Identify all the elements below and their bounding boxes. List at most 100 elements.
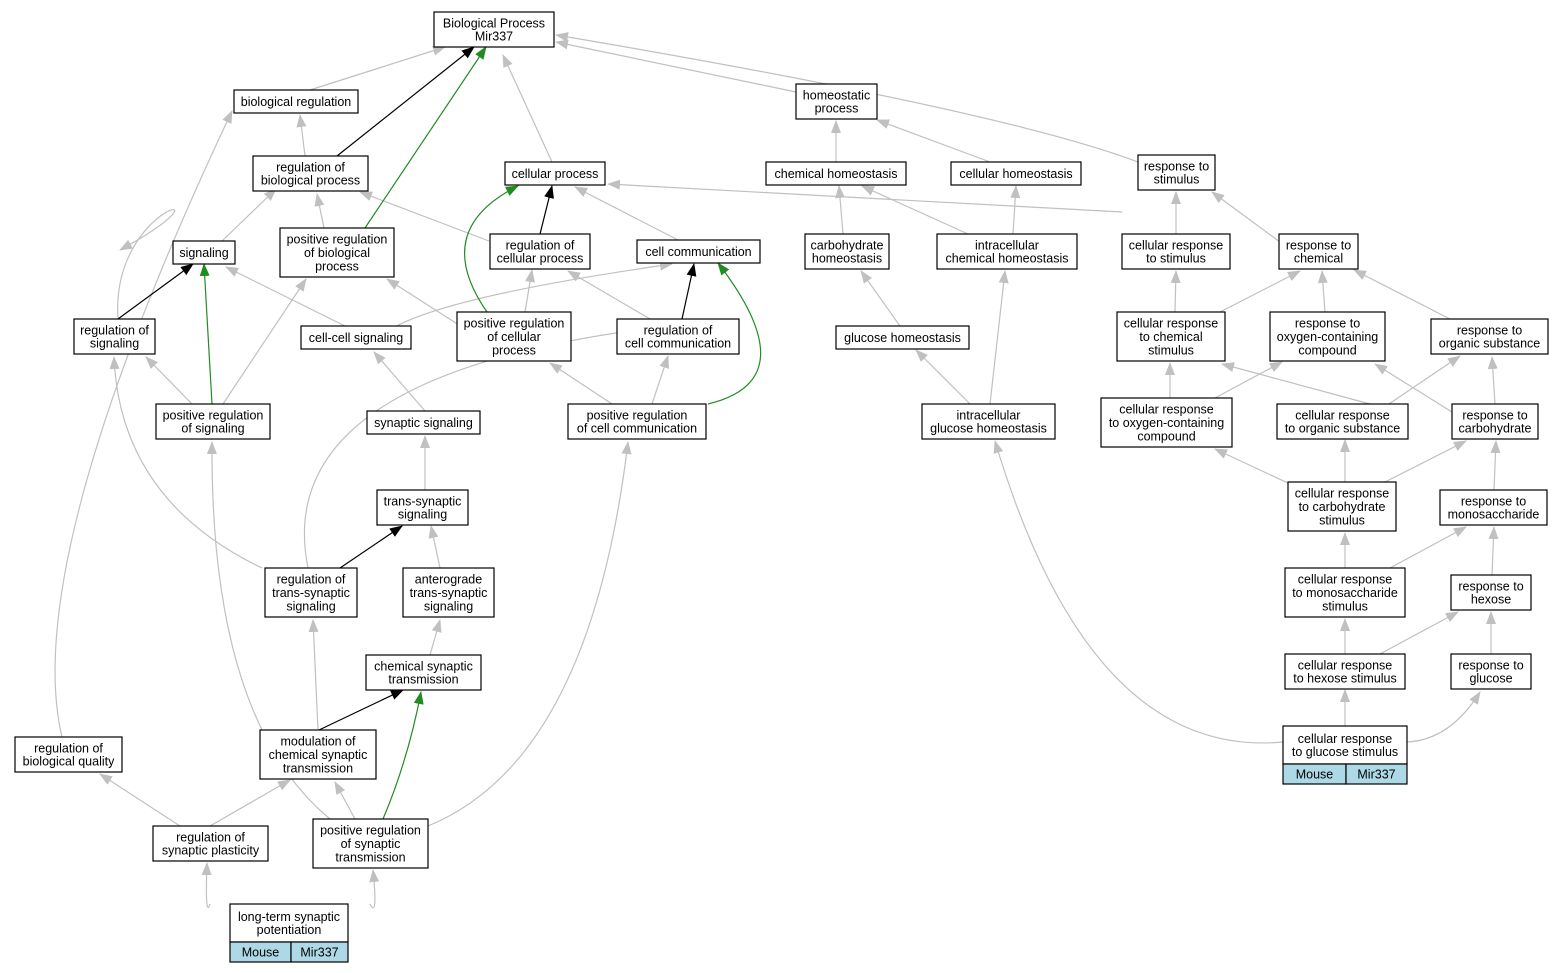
edge-gray [1488,526,1499,576]
node-label-signaling: signaling [179,246,228,260]
node-cellcomm[interactable]: cell communication [636,239,761,264]
node-label-modchem: chemical synaptic [269,748,368,762]
node-box-bp [433,11,555,48]
edge-gray [427,441,632,827]
node-box-respchem [1278,233,1359,270]
edge-black [318,689,404,731]
node-box-cellrespchem [1116,311,1226,362]
node-label-respchem: chemical [1294,252,1343,266]
node-label-regtsig: regulation of [277,573,346,587]
node-gluchomeo[interactable]: glucose homeostasis [835,325,970,350]
edge-gray [1219,270,1301,313]
node-label-cellresphex: to hexose stimulus [1293,672,1397,686]
node-label-resporg: response to [1457,323,1522,337]
node-synsig[interactable]: synaptic signaling [366,410,481,435]
node-box-gluchomeo [835,325,970,350]
node-label-tsig: signaling [398,508,447,522]
edge-green [199,263,213,405]
node-label-cellrespgluc: cellular response [1298,732,1393,746]
edge-green [464,185,519,313]
node-label-regtsig: trans-synaptic [272,586,350,600]
node-label-cellrespchem: to chemical [1139,330,1202,344]
edge-gray [359,191,490,242]
node-box-posregsyn [312,818,429,869]
node-label-regplast: regulation of [176,830,245,844]
node-label-intrachem: intracellular [975,238,1039,252]
node-label-resphex: response to [1458,579,1523,593]
edge-gray [574,186,679,241]
node-box-cellresphex [1284,653,1406,690]
node-label-resphex: hexose [1471,593,1511,607]
node-box-posregbp [279,227,395,278]
node-label-bp: Biological Process [443,16,545,30]
node-box-cellrespstim [1121,233,1231,270]
node-chemhomeo[interactable]: chemical homeostasis [765,161,907,186]
edge-gray [1487,356,1498,405]
node-cellproc[interactable]: cellular process [504,161,606,186]
node-label-posregcellproc: positive regulation [464,317,565,331]
edge-gray [607,179,1123,213]
node-label-respstim: stimulus [1154,173,1200,187]
node-box-posregcellcomm [567,403,707,440]
node-box-respoxy [1269,311,1386,362]
edge-gray [860,270,901,327]
node-box-regcellcomm [616,318,740,355]
node-label-cellrespmono: cellular response [1298,573,1393,587]
node-label-cellrespmono: to monosaccharide [1292,586,1398,600]
node-bioreg[interactable]: biological regulation [233,89,359,114]
edge-gray [1010,185,1021,235]
node-signaling[interactable]: signaling [172,240,236,265]
edge-gray [567,270,651,320]
edge-gray [915,349,971,405]
edge-gray [555,32,1139,163]
tag-label-gene: Mir337 [1357,768,1395,782]
node-label-regbq: biological quality [23,755,115,769]
node-label-chemhomeo: chemical homeostasis [775,167,898,181]
edge-green [707,262,762,405]
node-ccsig[interactable]: cell-cell signaling [300,325,412,350]
edge-green [364,46,487,229]
node-cellhomeo[interactable]: cellular homeostasis [950,161,1082,186]
node-label-respchem: response to [1286,238,1351,252]
node-label-cellresporg: cellular response [1295,408,1390,422]
tag-label-gene: Mir337 [300,946,338,960]
